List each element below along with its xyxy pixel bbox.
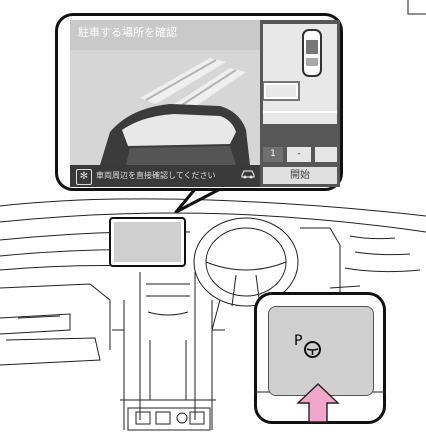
top-view-map xyxy=(263,24,337,124)
camera-view: 駐車する場所を確認 xyxy=(70,20,260,165)
start-button[interactable]: 開始 xyxy=(263,167,337,184)
position-value-middle[interactable]: - xyxy=(287,147,311,162)
steering-wheel-icon xyxy=(304,341,321,358)
position-value-right[interactable] xyxy=(315,147,337,162)
screen-title: 駐車する場所を確認 xyxy=(78,24,177,40)
press-arrow xyxy=(296,383,340,423)
gear-icon[interactable]: ✻ xyxy=(76,169,92,185)
position-selector: 1 - xyxy=(263,147,337,163)
guidance-text: 車両周辺を直接確認してください xyxy=(96,170,216,181)
switch-letter: P xyxy=(294,333,302,349)
position-value-left[interactable]: 1 xyxy=(263,147,283,162)
car-icon[interactable] xyxy=(240,166,256,180)
